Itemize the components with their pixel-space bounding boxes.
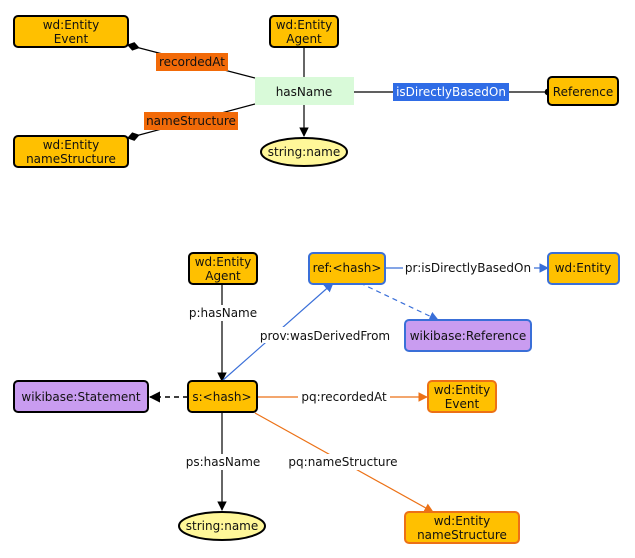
node-bottom-string-name[interactable]: string:name bbox=[178, 511, 266, 541]
svg-text:ref:<hash>: ref:<hash> bbox=[313, 261, 382, 275]
top-diagram: recordedAt nameStructure isDirectlyBased… bbox=[13, 15, 619, 168]
svg-text:wd:Entity: wd:Entity bbox=[195, 255, 252, 269]
bottom-diagram: p:hasName prov:wasDerivedFrom pr:isDirec… bbox=[13, 252, 620, 544]
edge-label-pq-recorded-at: pq:recordedAt bbox=[298, 389, 390, 405]
svg-text:s:<hash>: s:<hash> bbox=[192, 390, 251, 404]
svg-text:recordedAt: recordedAt bbox=[159, 55, 225, 69]
node-bottom-wikibase-reference[interactable]: wikibase:Reference bbox=[404, 319, 532, 352]
svg-text:ps:hasName: ps:hasName bbox=[186, 455, 261, 469]
svg-text:Event: Event bbox=[54, 32, 89, 46]
svg-text:pq:recordedAt: pq:recordedAt bbox=[301, 390, 387, 404]
svg-text:pq:nameStructure: pq:nameStructure bbox=[288, 455, 397, 469]
svg-text:nameStructure: nameStructure bbox=[26, 152, 116, 166]
svg-text:wikibase:Reference: wikibase:Reference bbox=[410, 329, 527, 343]
node-top-name-structure[interactable]: wd:Entity nameStructure bbox=[13, 135, 129, 168]
edge-label-name-structure: nameStructure bbox=[144, 112, 238, 130]
svg-text:pr:isDirectlyBasedOn: pr:isDirectlyBasedOn bbox=[405, 261, 531, 275]
svg-text:wd:Entity: wd:Entity bbox=[276, 18, 333, 32]
node-bottom-agent[interactable]: wd:Entity Agent bbox=[188, 252, 258, 285]
svg-text:Event: Event bbox=[445, 397, 480, 411]
node-bottom-s-hash[interactable]: s:<hash> bbox=[187, 380, 258, 413]
svg-text:wd:Entity: wd:Entity bbox=[555, 261, 612, 275]
svg-text:Agent: Agent bbox=[286, 32, 322, 46]
edge-label-pq-name-structure: pq:nameStructure bbox=[287, 454, 400, 470]
svg-text:nameStructure: nameStructure bbox=[417, 528, 507, 542]
node-bottom-name-structure[interactable]: wd:Entity nameStructure bbox=[404, 511, 520, 544]
edge-label-pr-is-directly-based-on: pr:isDirectlyBasedOn bbox=[403, 260, 534, 276]
svg-text:Agent: Agent bbox=[205, 269, 241, 283]
svg-text:string:name: string:name bbox=[268, 145, 341, 159]
svg-text:nameStructure: nameStructure bbox=[146, 114, 236, 128]
svg-text:isDirectlyBasedOn: isDirectlyBasedOn bbox=[396, 85, 506, 99]
node-bottom-wikibase-statement[interactable]: wikibase:Statement bbox=[13, 380, 149, 413]
node-top-has-name[interactable]: hasName bbox=[255, 77, 354, 105]
node-top-reference[interactable]: Reference bbox=[547, 76, 619, 106]
node-top-agent[interactable]: wd:Entity Agent bbox=[269, 15, 339, 48]
node-bottom-entity[interactable]: wd:Entity bbox=[547, 252, 620, 285]
svg-text:wd:Entity: wd:Entity bbox=[43, 138, 100, 152]
edge-ref-dashed bbox=[359, 282, 439, 321]
edge-label-recorded-at: recordedAt bbox=[156, 53, 228, 71]
svg-text:wd:Entity: wd:Entity bbox=[434, 514, 491, 528]
node-bottom-event[interactable]: wd:Entity Event bbox=[427, 380, 497, 413]
node-bottom-ref-hash[interactable]: ref:<hash> bbox=[308, 252, 386, 285]
svg-text:string:name: string:name bbox=[186, 519, 259, 533]
svg-text:wd:Entity: wd:Entity bbox=[43, 18, 100, 32]
edge-label-p-has-name: p:hasName bbox=[186, 305, 260, 321]
svg-text:hasName: hasName bbox=[276, 85, 333, 99]
svg-text:prov:wasDerivedFrom: prov:wasDerivedFrom bbox=[260, 329, 390, 343]
svg-text:wikibase:Statement: wikibase:Statement bbox=[21, 390, 141, 404]
edge-label-ps-has-name: ps:hasName bbox=[184, 454, 262, 470]
edge-label-prov-was-derived-from: prov:wasDerivedFrom bbox=[256, 327, 394, 343]
svg-text:wd:Entity: wd:Entity bbox=[434, 383, 491, 397]
node-top-event[interactable]: wd:Entity Event bbox=[13, 15, 129, 48]
svg-text:Reference: Reference bbox=[553, 85, 613, 99]
svg-text:p:hasName: p:hasName bbox=[189, 306, 257, 320]
node-top-string-name[interactable]: string:name bbox=[260, 137, 348, 167]
edge-label-is-directly-based-on: isDirectlyBasedOn bbox=[393, 83, 509, 101]
